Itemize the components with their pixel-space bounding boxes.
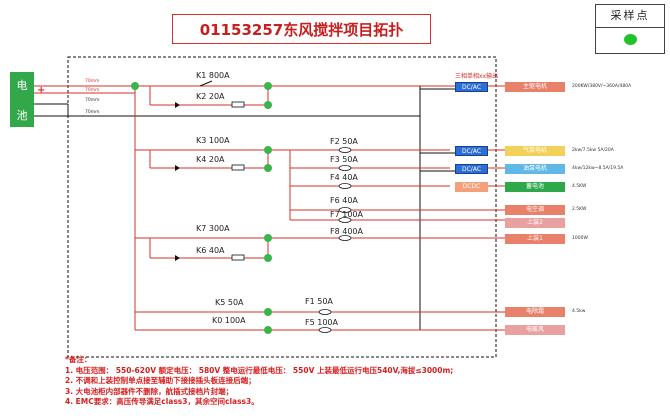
cable-label: 70mm [85,110,100,115]
fuse-f7-label: F7 100A [330,210,363,219]
cable-label: 70mm [85,88,100,93]
main-output-note: 三相单相xx输出 [455,73,499,80]
sample-node [264,326,272,334]
switch-k0-label: K0 100A [212,316,246,325]
switch-k1-label: K1 800A [196,71,230,80]
note-line: 3. 大电池柜内部器件不删除，航插式接档片封端； [65,386,234,396]
load-battery: 蓄电池 [505,182,565,192]
fuse-f8-label: F8 400A [330,227,363,236]
load-upper-1: 上装1 [505,234,565,244]
load-spec: 2.5KW [572,207,587,212]
load-spec: 4kw/12kw~8.5A/19.5A [572,166,624,171]
load-spec: 2kw/7.5kw 5A/20A [572,148,614,153]
battery-block: 电 池 [10,72,34,127]
converter-dcac-air: DC/AC [455,146,488,156]
sample-node [264,146,272,154]
notes-block: *备注： 1. 电压范围： 550-620V 额定电压： 580V 整电运行最低… [65,355,453,408]
enclosure-border [67,56,497,358]
fuse-f5-label: F5 100A [305,318,338,327]
sample-node [264,254,272,262]
sample-point-legend: 采样点 [595,4,665,54]
note-line: 4. EMC要求：高压传导满足class3，其余空间class3。 [65,397,259,406]
battery-top-char: 电 [16,79,28,92]
sample-point-icon [624,34,637,45]
fuse-f6-label: F6 40A [330,196,358,205]
note-line: 1. 电压范围： 550-620V 额定电压： 580V 整电运行最低电压： 5… [65,365,454,375]
sample-node [264,234,272,242]
switch-k4-label: K4 20A [196,155,225,164]
sample-node [264,308,272,316]
diagram-title: 01153257东风搅拌项目拓扑 [172,14,431,44]
load-spec: 200KW/380V/~360A/480A [572,84,632,89]
sample-node [131,82,139,90]
converter-dcac-main: DC/AC [455,82,488,92]
battery-bottom-char: 池 [16,109,28,122]
load-upper-2: 上装2 [505,218,565,228]
switch-k2-label: K2 20A [196,92,225,101]
load-heater: 电暖风 [505,325,565,335]
sample-node [264,101,272,109]
battery-plus: + [37,85,46,96]
switch-k5-label: K5 50A [215,298,244,307]
sample-point-label: 采样点 [596,5,664,28]
load-oil-pump: 油泵电机 [505,164,565,174]
switch-k7-label: K7 300A [196,224,230,233]
note-line: 2. 不调和上装控制单点接至辅助下接接插头板连接后端； [65,376,256,385]
load-main-motor: 主驱电机 [505,82,565,92]
cable-label: 70mm [85,98,100,103]
load-spec: 4.5KW [572,184,587,189]
fuse-f2-label: F2 50A [330,137,358,146]
fuse-f4-label: F4 40A [330,173,358,182]
load-spec: 4.5kw [572,309,586,314]
converter-dcac-oil: DC/AC [455,164,488,174]
load-air-pump: 气泵电机 [505,146,565,156]
load-defrost: 电除霜 [505,307,565,317]
fuse-f1-label: F1 50A [305,297,333,306]
converter-dcdc: DCDC [455,182,488,192]
fuse-f3-label: F3 50A [330,155,358,164]
switch-k3-label: K3 100A [196,136,230,145]
cable-label: 70mm [85,79,100,84]
sample-node [264,82,272,90]
switch-k6-label: K6 40A [196,246,225,255]
load-spec: 1000W [572,236,588,241]
notes-header: *备注： [65,355,92,364]
sample-node [264,164,272,172]
load-aircon: 电空调 [505,205,565,215]
